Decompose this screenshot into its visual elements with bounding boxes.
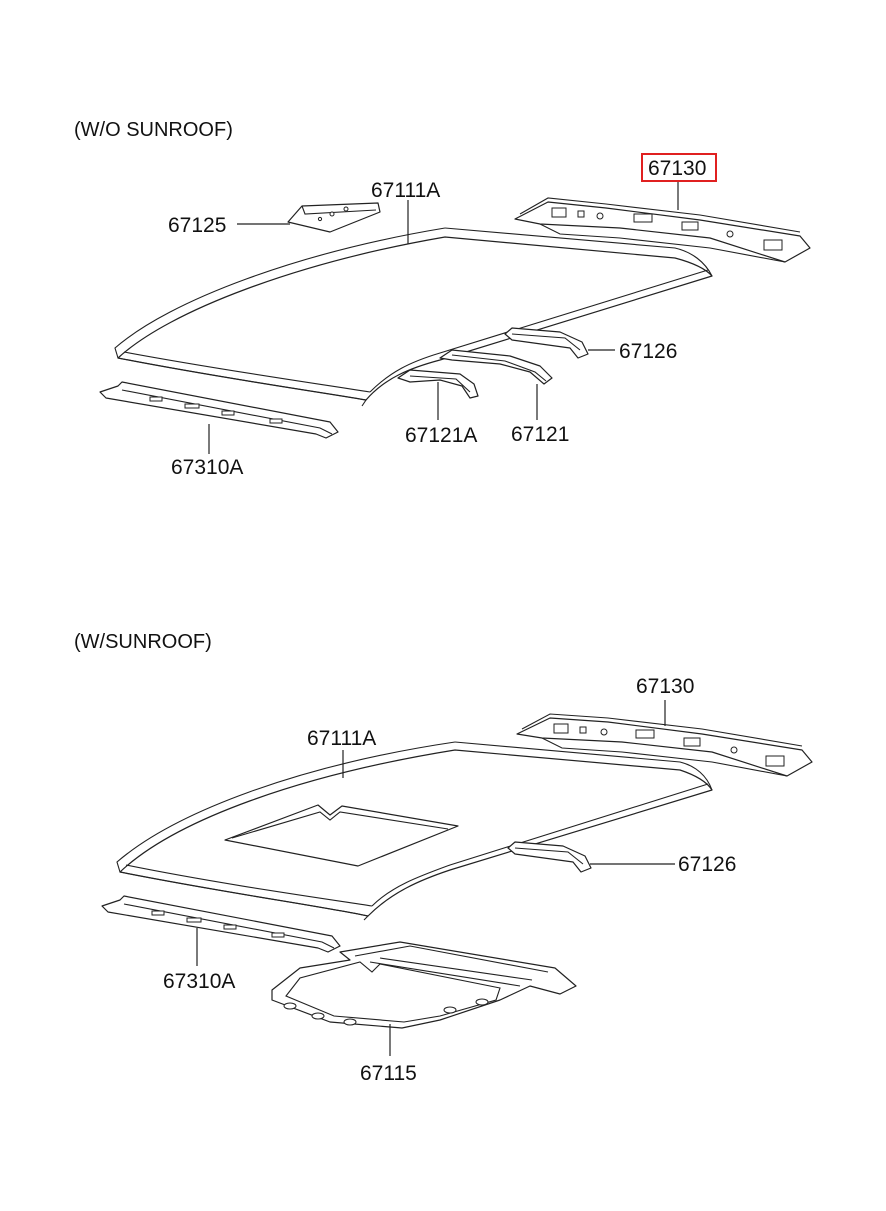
label-bow-rear: 67126 — [678, 853, 736, 876]
label-rear-rail[interactable]: 67130 — [648, 157, 706, 180]
label-bow-rear: 67126 — [619, 340, 677, 363]
label-pad: 67125 — [168, 214, 226, 237]
bow-rear — [504, 327, 589, 359]
bow-mid — [439, 349, 553, 385]
label-rear-rail: 67130 — [636, 675, 694, 698]
label-roof-panel: 67111A — [307, 727, 376, 750]
pad-part — [287, 202, 381, 233]
sunroof-frame — [271, 941, 577, 1029]
leader-lines — [196, 700, 675, 1056]
leader-lines — [208, 182, 679, 454]
section-with-sunroof: (W/SUNROOF) — [74, 631, 813, 1085]
roof-panel — [114, 227, 713, 407]
label-bow-mid: 67121 — [511, 423, 569, 446]
front-rail — [101, 895, 341, 953]
highlight-box — [641, 153, 717, 182]
front-rail — [99, 381, 339, 439]
label-roof-panel: 67111A — [371, 179, 440, 202]
section-without-sunroof: (W/O SUNROOF) — [74, 119, 811, 479]
bow-rear — [507, 841, 592, 873]
label-sunroof-frame: 67115 — [360, 1062, 417, 1085]
section-heading: (W/O SUNROOF) — [74, 119, 233, 141]
rear-rail — [516, 713, 813, 777]
roof-panel — [116, 741, 713, 921]
rear-rail — [514, 197, 811, 263]
bow-front — [397, 369, 479, 399]
label-bow-front: 67121A — [405, 424, 477, 447]
label-front-rail: 67310A — [171, 456, 243, 479]
label-front-rail: 67310A — [163, 970, 235, 993]
section-heading: (W/SUNROOF) — [74, 631, 212, 653]
